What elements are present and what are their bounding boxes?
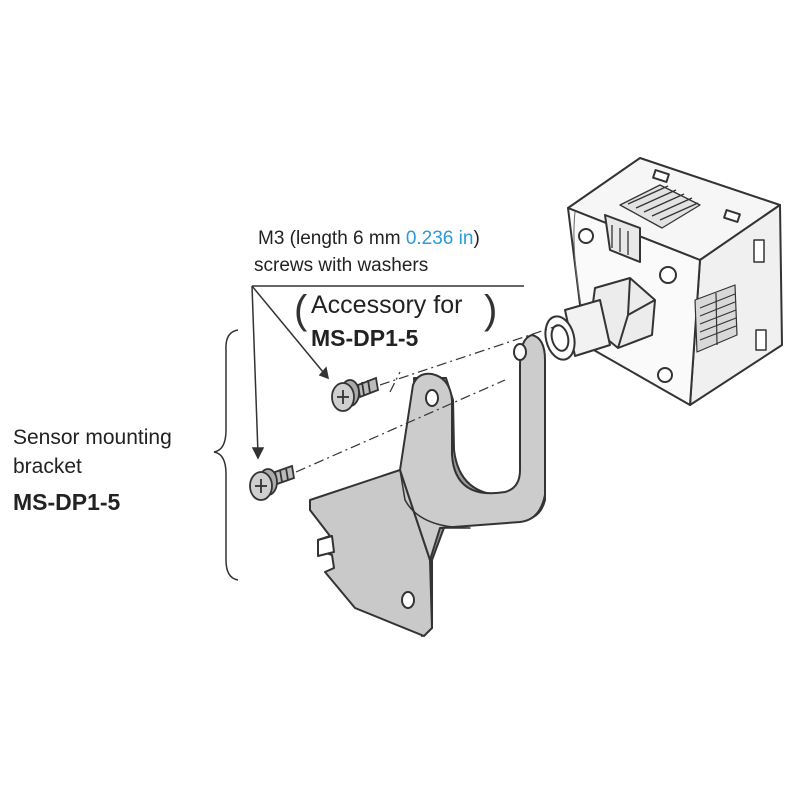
bracket-label-line1: Sensor mounting [13, 426, 172, 449]
mounting-bracket [309, 334, 546, 637]
bracket-brace [213, 329, 239, 581]
accessory-note-line1: Accessory for [311, 291, 463, 319]
screw-lower [249, 464, 296, 501]
leader-lines [251, 285, 524, 460]
accessory-close-paren: ) [484, 288, 498, 332]
bracket-label-line2: bracket [13, 455, 82, 478]
screw-spec-inch: 0.236 in [405, 228, 474, 249]
pressure-port [544, 277, 656, 361]
screw-upper [331, 376, 380, 412]
screw-spec-label: M3 (length 6 mm 0.236 in) [258, 229, 480, 248]
bracket-model-label: MS-DP1-5 [13, 489, 121, 515]
accessory-note-model: MS-DP1-5 [311, 325, 419, 351]
screw-description: screws with washers [254, 255, 429, 276]
screw-spec-metric: M3 (length 6 mm [258, 228, 406, 249]
bracket-arm [399, 334, 546, 561]
center-lines [295, 324, 561, 473]
accessory-open-paren: ( [294, 288, 308, 332]
screw-spec-close-paren: ) [473, 228, 480, 249]
pressure-sensor [544, 157, 783, 406]
side-grille [694, 284, 738, 353]
